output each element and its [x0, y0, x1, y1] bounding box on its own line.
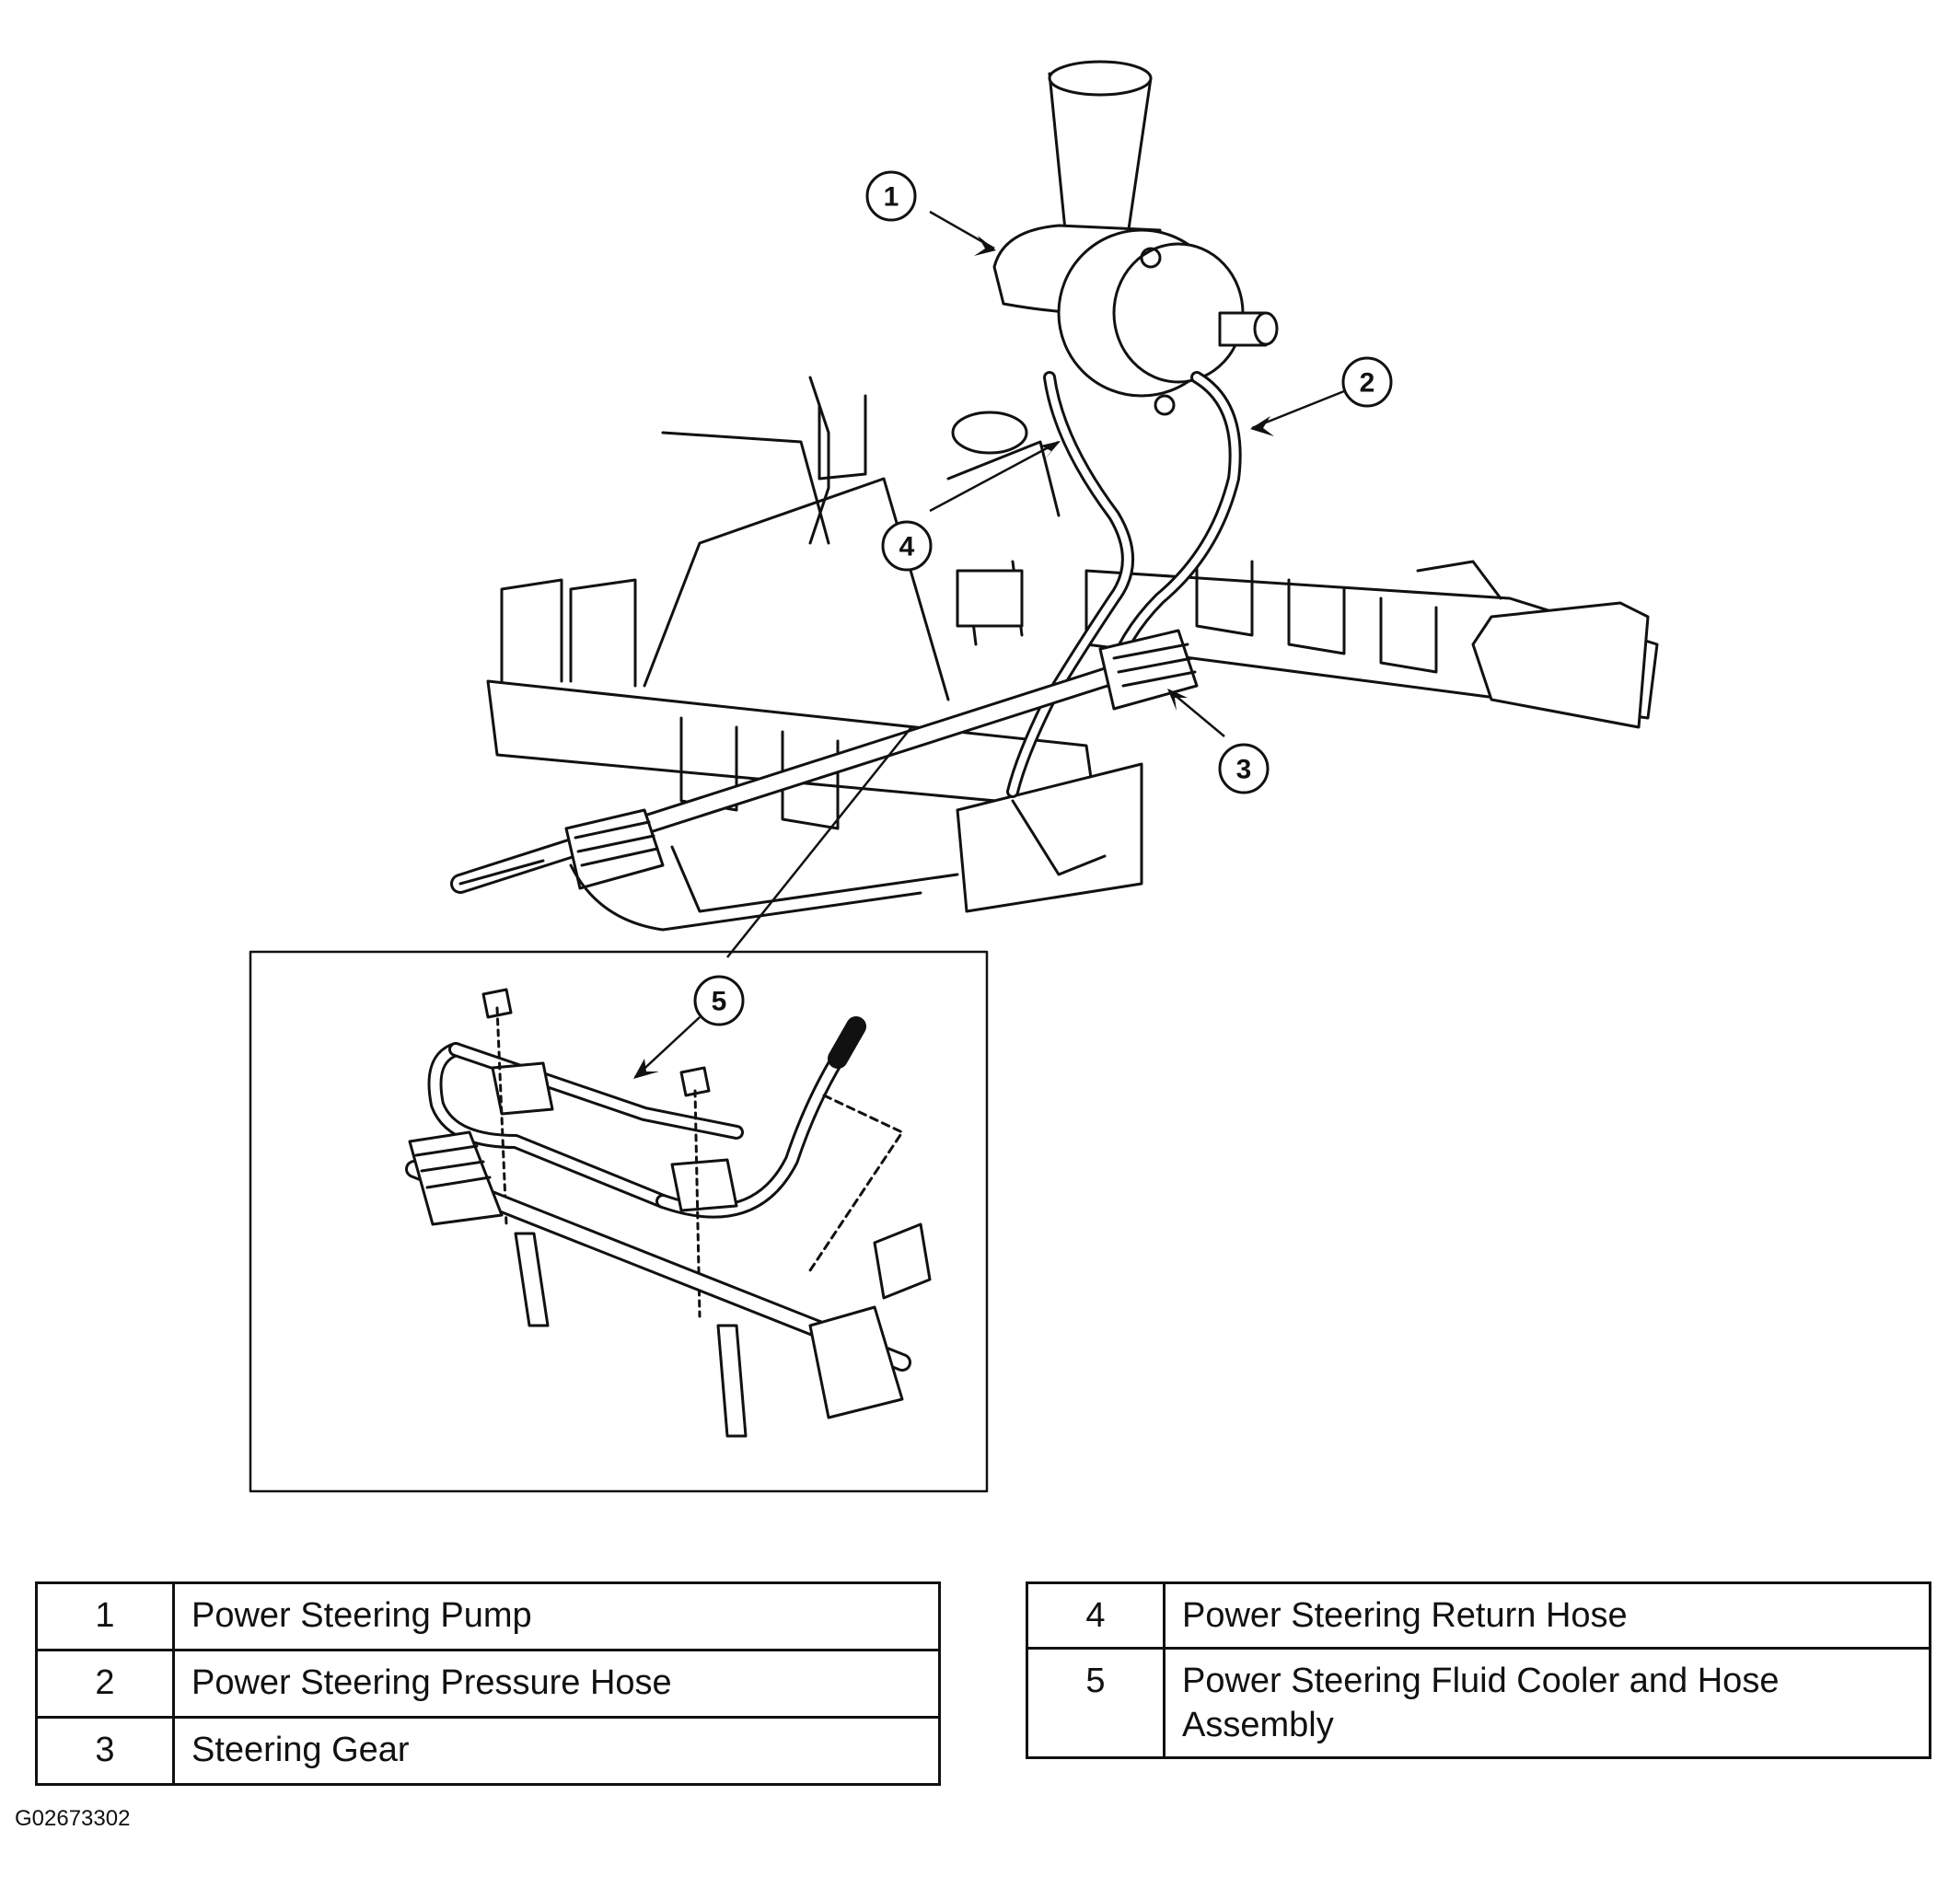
legend-row: 2 Power Steering Pressure Hose	[35, 1649, 941, 1719]
inset-cooler-detail	[249, 950, 989, 1493]
legend-row: 5 Power Steering Fluid Cooler and Hose A…	[1026, 1647, 1931, 1759]
callout-2	[1341, 356, 1393, 408]
legend-number: 1	[35, 1581, 175, 1651]
leader-lines	[634, 210, 1345, 1078]
legend-label: Steering Gear	[172, 1716, 941, 1786]
power-steering-pump	[992, 60, 1279, 416]
legend-number: 2	[35, 1649, 175, 1719]
legend-table-right: 4 Power Steering Return Hose 5 Power Ste…	[1026, 1581, 1931, 1759]
leader-arrowheads	[633, 236, 1274, 1079]
legend-number: 5	[1026, 1647, 1166, 1759]
frame-crossmember	[486, 376, 1143, 913]
legend-row: 4 Power Steering Return Hose	[1026, 1581, 1931, 1650]
return-hose	[1006, 371, 1134, 798]
legend-label: Power Steering Fluid Cooler and Hose Ass…	[1163, 1647, 1931, 1759]
callout-circles	[693, 170, 1393, 1026]
callout-5-number: 5	[712, 987, 727, 1017]
lower-links	[569, 845, 959, 932]
callout-3	[1218, 743, 1270, 794]
callout-2-number: 2	[1360, 368, 1375, 399]
legend-label: Power Steering Pump	[172, 1581, 941, 1651]
legend-number: 4	[1026, 1581, 1166, 1650]
callout-4	[881, 520, 933, 572]
legend-row: 1 Power Steering Pump	[35, 1581, 941, 1651]
steering-gear	[450, 560, 1199, 894]
callout-1	[865, 170, 917, 222]
callout-1-number: 1	[884, 182, 899, 213]
callout-3-number: 3	[1236, 755, 1252, 785]
legend-row: 3 Steering Gear	[35, 1716, 941, 1786]
strut-tower	[818, 394, 1061, 517]
legend-number: 3	[35, 1716, 175, 1786]
steering-system-drawing: 1 2 3 4 5	[249, 60, 1659, 1493]
pressure-hose	[1103, 371, 1242, 688]
legend-label: Power Steering Return Hose	[1163, 1581, 1931, 1650]
callout-4-number: 4	[899, 532, 915, 562]
legend-table-left: 1 Power Steering Pump 2 Power Steering P…	[35, 1581, 941, 1786]
legend-label: Power Steering Pressure Hose	[172, 1649, 941, 1719]
figure-id: G02673302	[15, 1806, 131, 1831]
callout-5	[693, 975, 745, 1026]
